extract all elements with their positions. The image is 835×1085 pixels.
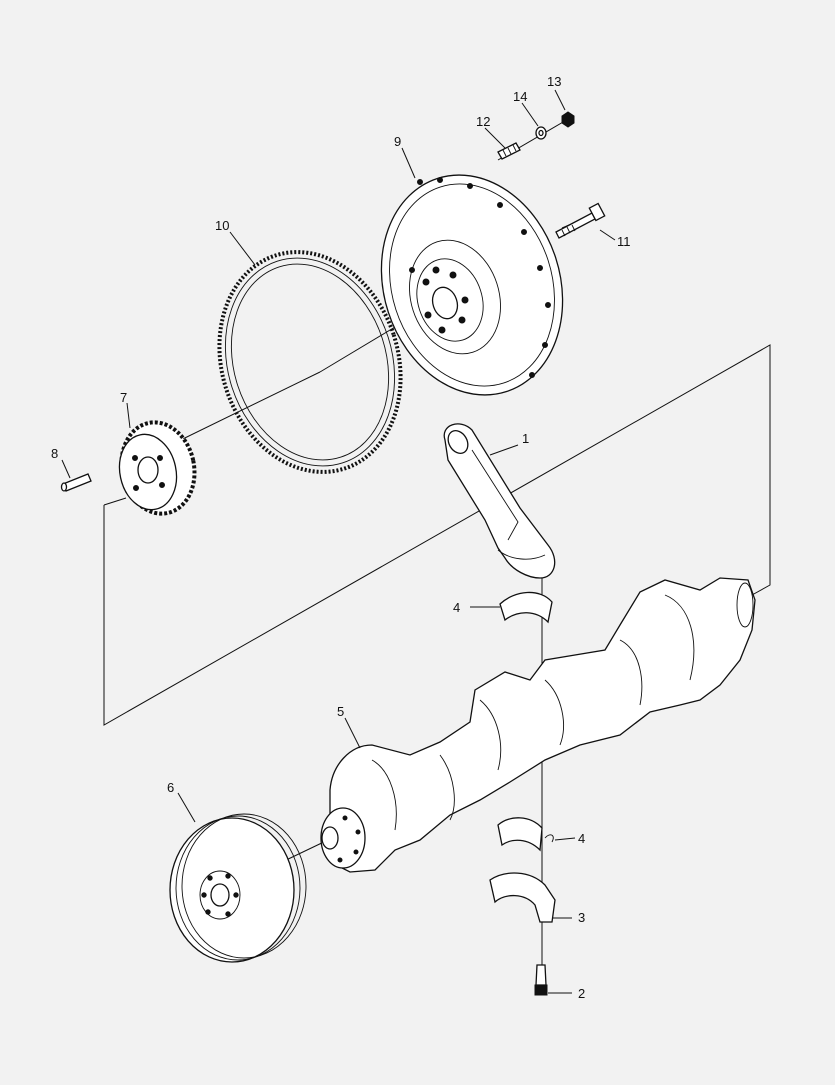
flywheel-bolt [555, 202, 606, 239]
callout-14: 14 [513, 89, 527, 104]
cap-bolt [534, 964, 548, 996]
bearing-shell-lower [497, 817, 554, 852]
flywheel [380, 174, 564, 396]
ring-gear [217, 250, 403, 474]
callout-labels: 1 2 3 4 4 5 6 7 8 9 10 11 12 13 14 [51, 74, 631, 1001]
callout-1: 1 [522, 431, 529, 446]
callout-5: 5 [337, 704, 344, 719]
callout-4-lower: 4 [578, 831, 585, 846]
crankshaft-gear [118, 420, 197, 516]
callout-4-upper: 4 [453, 600, 460, 615]
vibration-damper [169, 813, 307, 963]
callout-6: 6 [167, 780, 174, 795]
nut [561, 111, 575, 128]
callout-8: 8 [51, 446, 58, 461]
callout-3: 3 [578, 910, 585, 925]
crankshaft [320, 577, 756, 873]
callout-13: 13 [547, 74, 561, 89]
callout-7: 7 [120, 390, 127, 405]
callout-9: 9 [394, 134, 401, 149]
stud-bolt [497, 142, 521, 160]
callout-11: 11 [617, 234, 631, 249]
connecting-rod-cap [489, 872, 556, 923]
callout-12: 12 [476, 114, 490, 129]
dowel-pin [60, 473, 92, 492]
washer [535, 126, 547, 140]
connecting-rod [443, 423, 556, 579]
leader-lines [61, 89, 616, 994]
bearing-shell-upper [499, 591, 553, 624]
callout-10: 10 [215, 218, 229, 233]
callout-2: 2 [578, 986, 585, 1001]
